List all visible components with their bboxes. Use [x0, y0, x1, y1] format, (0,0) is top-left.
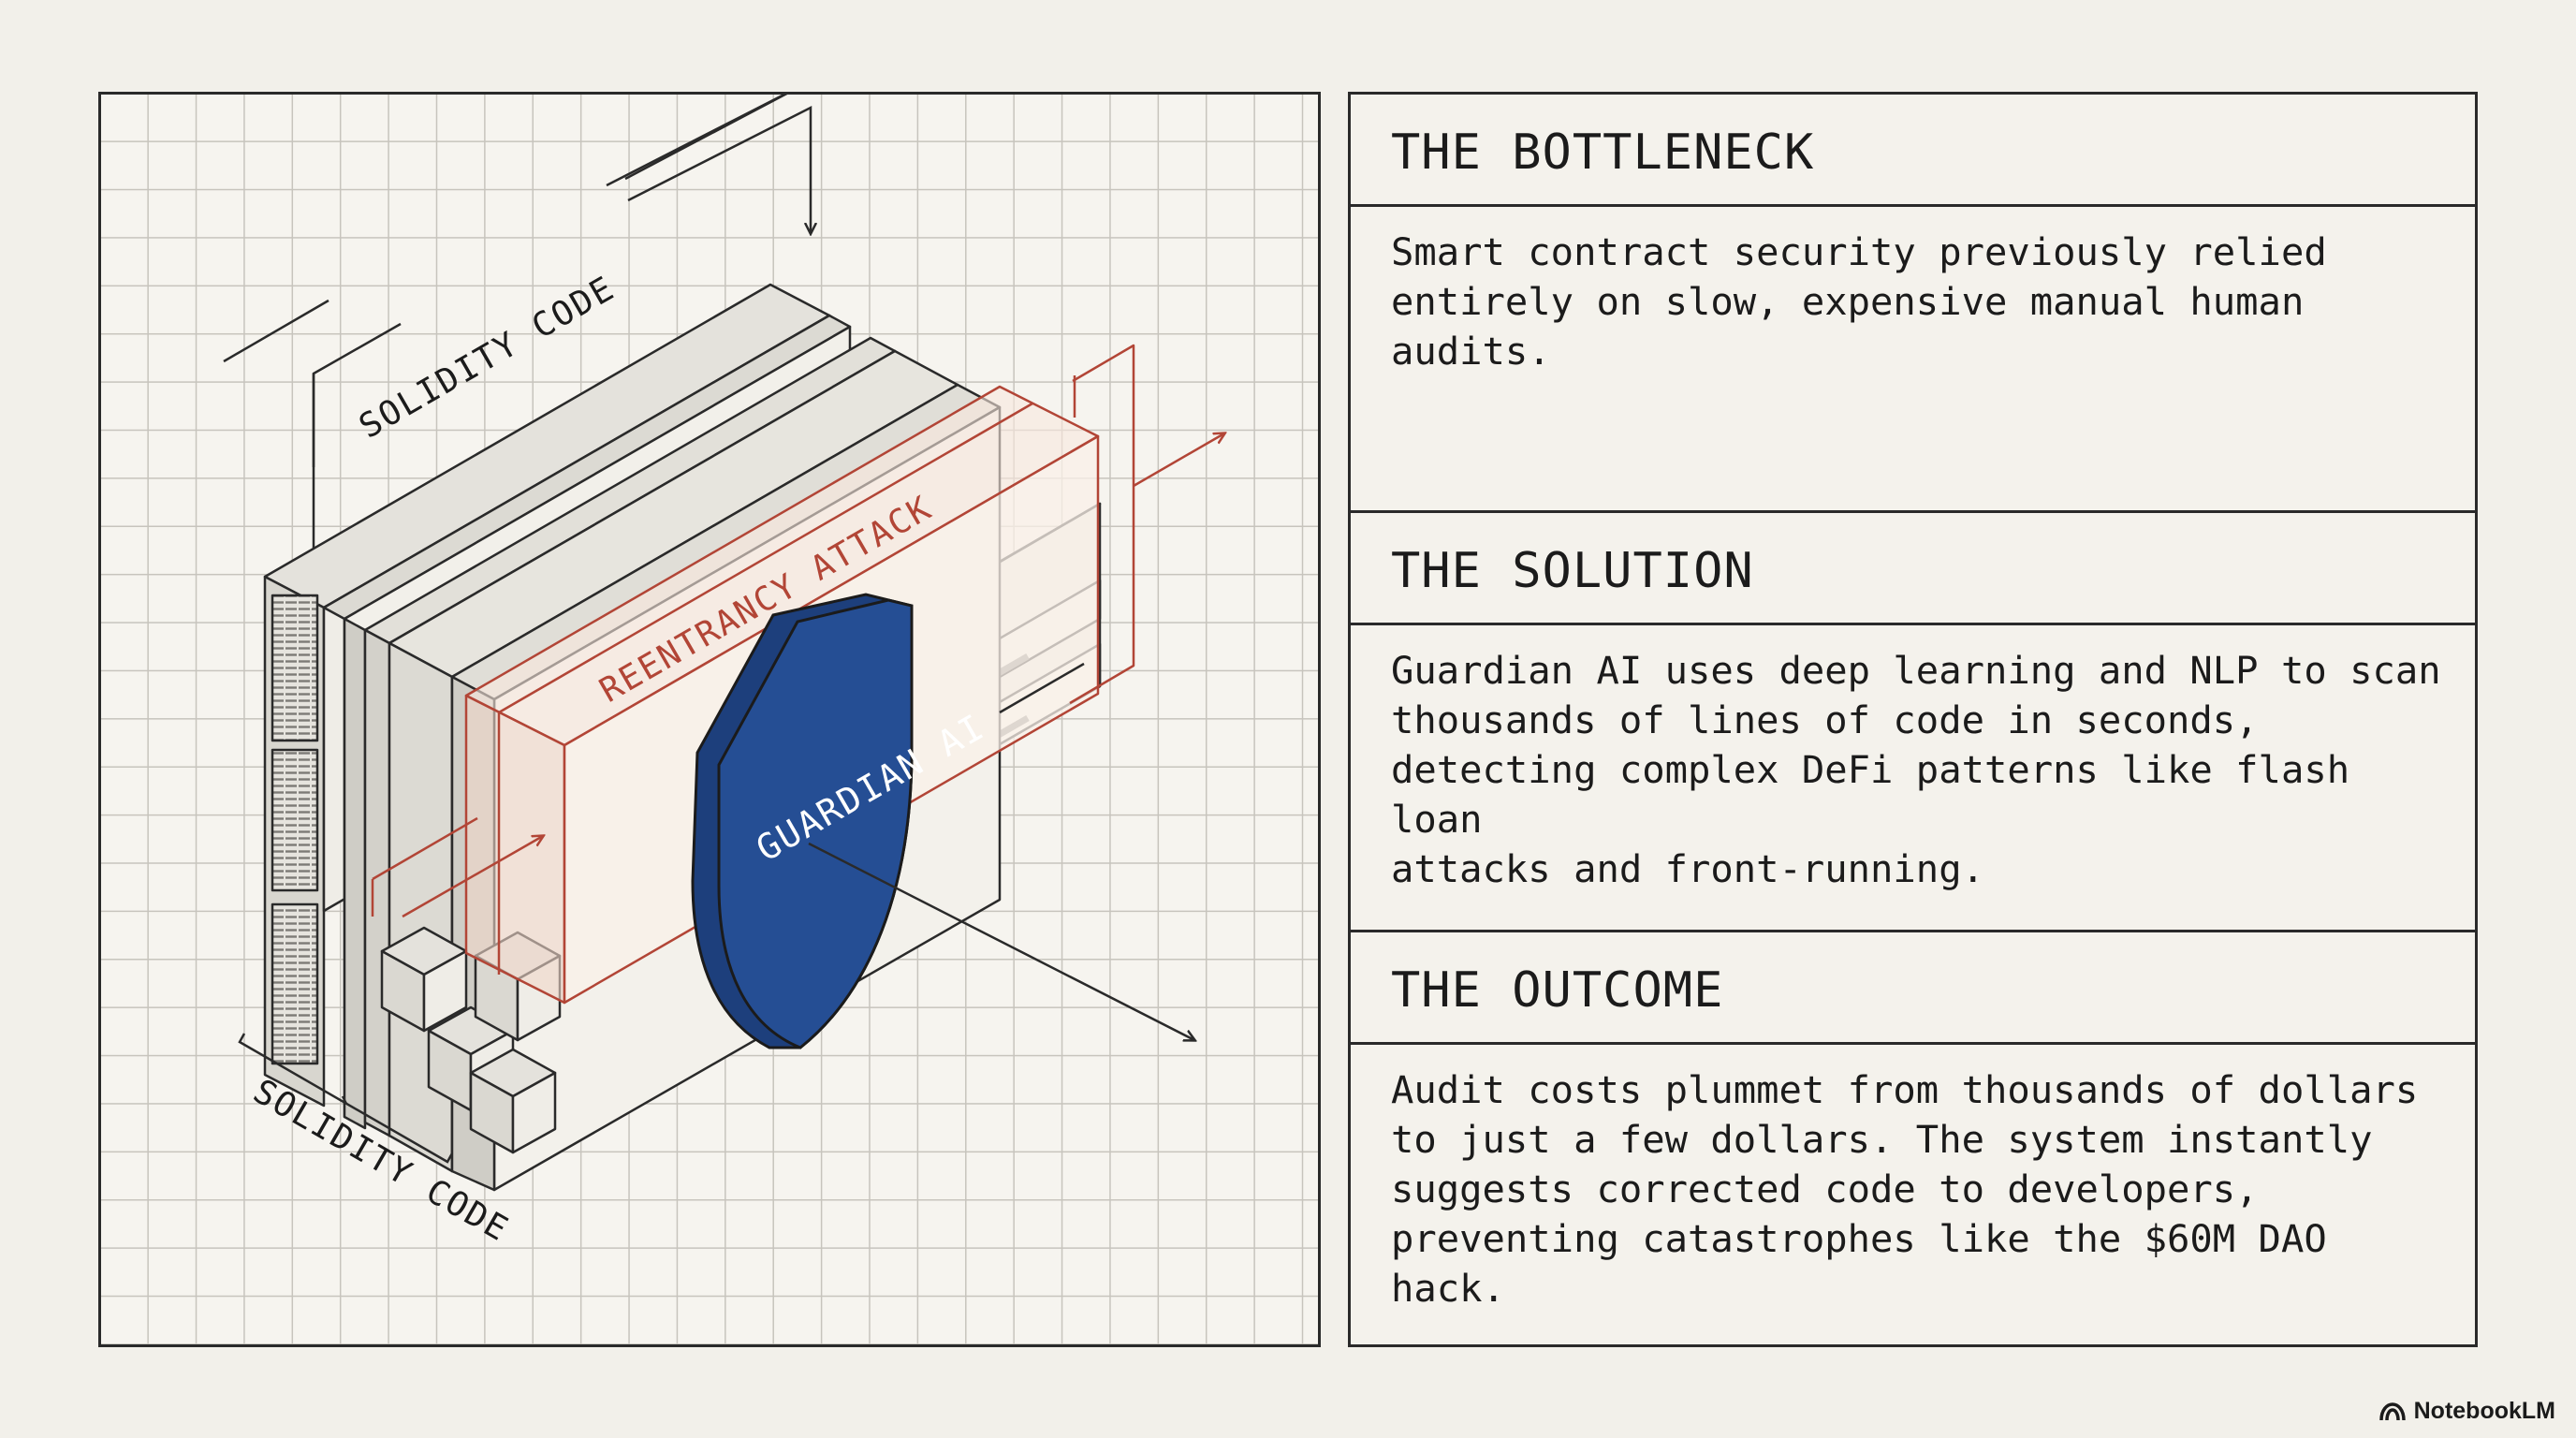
section-title-solution: THE SOLUTION	[1391, 543, 1754, 599]
section-body-outcome: Audit costs plummet from thousands of do…	[1391, 1067, 2419, 1311]
section-outcome: THE OUTCOME Audit costs plummet from tho…	[1351, 932, 2475, 1347]
top-dimension-bracket	[223, 95, 788, 363]
section-divider	[1351, 930, 2475, 932]
guardian-ai-shield	[691, 593, 1194, 1049]
section-title-outcome: THE OUTCOME	[1391, 962, 1724, 1019]
section-body-bottleneck: Smart contract security previously relie…	[1391, 229, 2327, 374]
section-header: THE SOLUTION	[1351, 513, 2475, 625]
brand-name: NotebookLM	[2413, 1398, 2555, 1424]
section-header: THE BOTTLENECK	[1351, 95, 2475, 207]
section-solution: THE SOLUTION Guardian AI uses deep learn…	[1351, 513, 2475, 930]
info-panel: THE BOTTLENECK Smart contract security p…	[1348, 92, 2478, 1347]
section-body-solution: Guardian AI uses deep learning and NLP t…	[1391, 648, 2441, 891]
bracket-top-line-right	[627, 105, 811, 233]
notebooklm-logo-icon	[2378, 1401, 2406, 1420]
section-bottleneck: THE BOTTLENECK Smart contract security p…	[1351, 95, 2475, 513]
section-title-bottleneck: THE BOTTLENECK	[1391, 125, 1815, 181]
section-divider	[1351, 510, 2475, 513]
notebooklm-brand: NotebookLM	[2378, 1398, 2555, 1425]
bottom-dimension-bracket	[238, 1033, 454, 1164]
isometric-diagram: REENTRANCY ATTACK GUARDIAN AI SOLIDITY C…	[223, 95, 1321, 1250]
section-header: THE OUTCOME	[1351, 932, 2475, 1045]
diagram-panel: REENTRANCY ATTACK GUARDIAN AI SOLIDITY C…	[98, 92, 1321, 1347]
